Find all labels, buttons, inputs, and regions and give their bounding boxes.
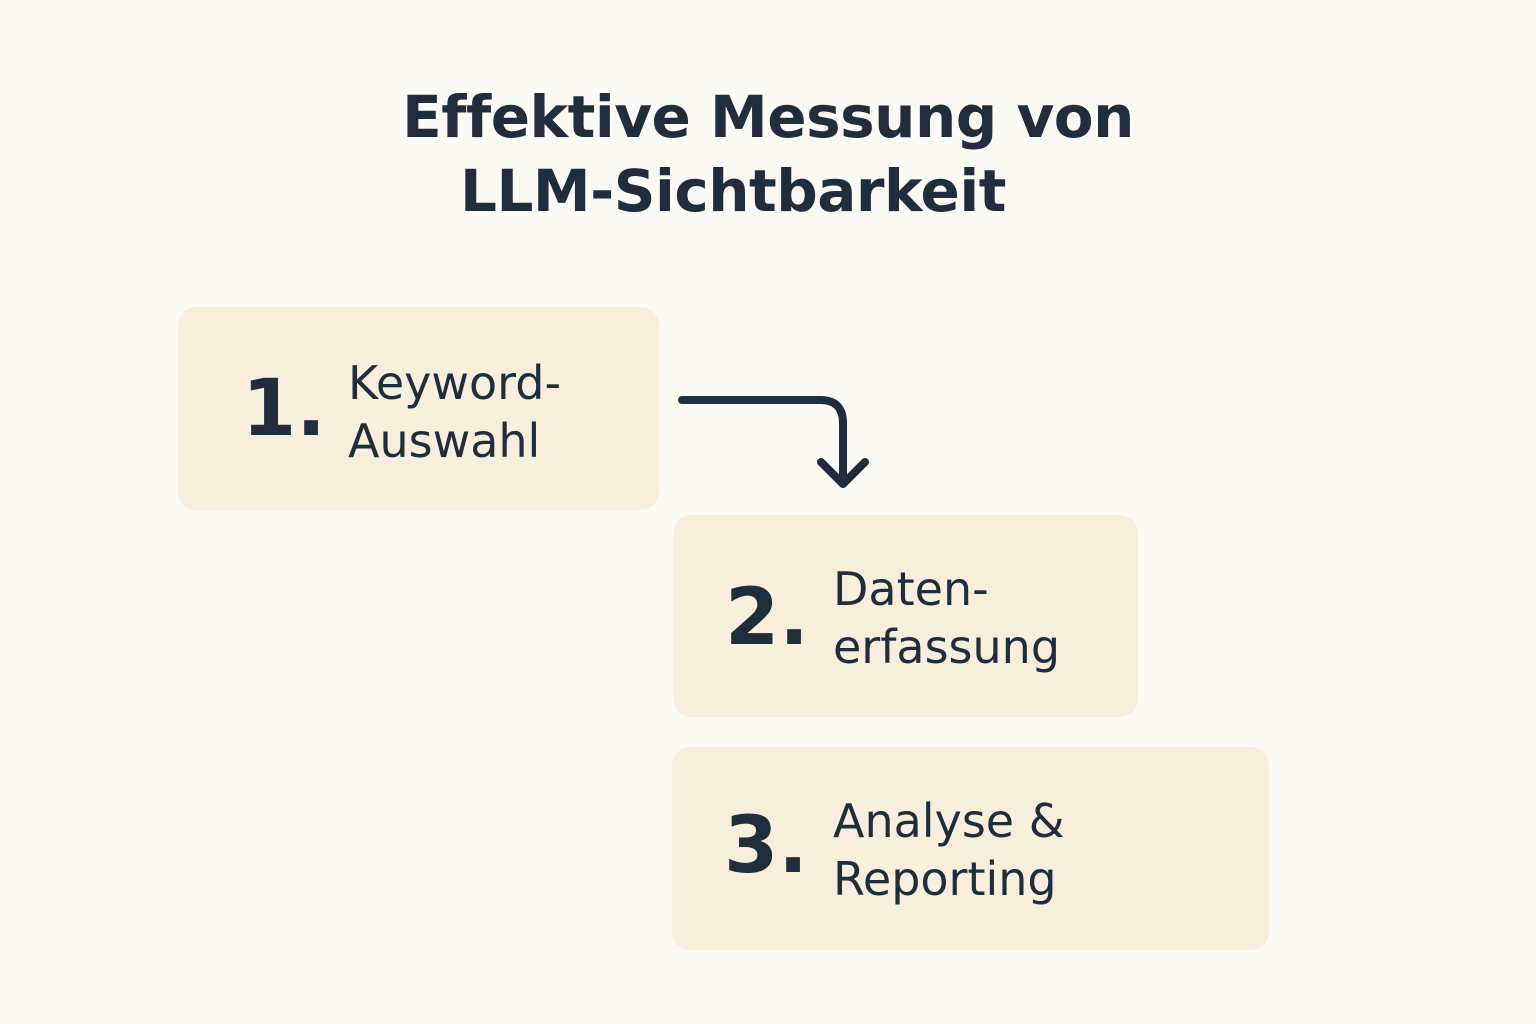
step-label: Keyword- Auswahl: [348, 356, 562, 468]
step-label: Analyse & Reporting: [833, 794, 1065, 906]
step-datenerfassung: 2. Daten- erfassung: [673, 515, 1138, 717]
step-number: 1.: [242, 364, 326, 454]
arrow-right-then-down-icon: [678, 396, 869, 488]
title-line-1: Effektive Messung von: [402, 83, 1134, 151]
title-line-2: LLM-Sichtbarkeit: [460, 157, 1006, 225]
step-number: 3.: [724, 801, 808, 891]
step-keyword-auswahl: 1. Keyword- Auswahl: [178, 307, 659, 510]
step-number: 2.: [725, 573, 809, 663]
diagram-title: Effektive Messung von LLM-Sichtbarkeit: [0, 80, 1536, 228]
step-label: Daten- erfassung: [833, 562, 1061, 674]
step-analyse-reporting: 3. Analyse & Reporting: [672, 747, 1269, 950]
